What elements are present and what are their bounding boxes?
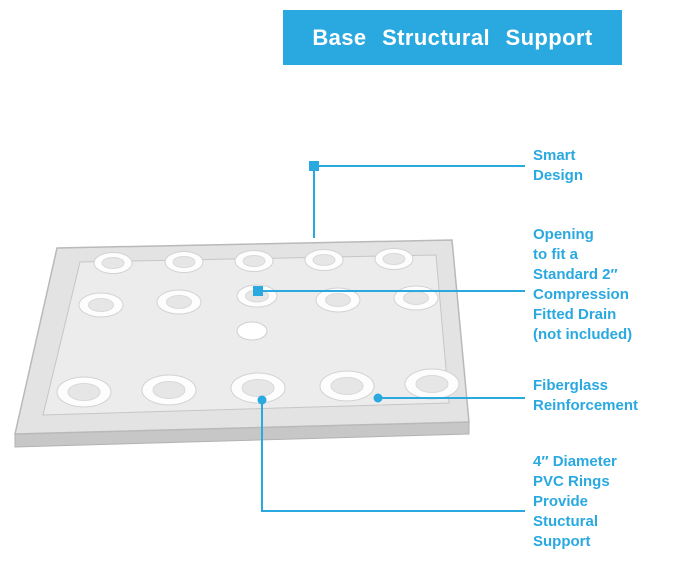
- drain-opening: [236, 321, 268, 341]
- pvc-ring: [78, 292, 124, 318]
- pvc-ring: [315, 287, 361, 313]
- page-title: Base Structural Support: [312, 24, 593, 50]
- callout-pvc-rings: [257, 395, 525, 512]
- callout-dot-marker: [373, 393, 383, 403]
- pvc-ring: [393, 285, 439, 311]
- pvc-ring: [141, 374, 197, 406]
- pvc-ring: [156, 289, 202, 315]
- pvc-ring: [319, 370, 375, 402]
- header-banner: Base Structural Support: [283, 10, 622, 65]
- pvc-ring: [234, 250, 274, 272]
- pvc-ring: [56, 376, 112, 408]
- pvc-ring: [164, 251, 204, 273]
- callout-fiberglass: [373, 393, 525, 403]
- callout-drain-opening: [253, 286, 525, 296]
- callout-square-marker: [253, 286, 263, 296]
- callout-smart-design: [309, 161, 525, 238]
- shower-base-illustration: [14, 239, 470, 448]
- label-drain-opening: Opening to fit a Standard 2″ Compression…: [533, 226, 633, 343]
- label-fiberglass-reinforcement: Fiberglass Reinforcement: [533, 377, 639, 414]
- callout-dot-marker: [257, 395, 267, 405]
- label-smart-design: Smart Design: [533, 147, 584, 184]
- callout-square-marker: [309, 161, 319, 171]
- pvc-ring: [404, 368, 460, 400]
- pvc-ring: [230, 372, 286, 404]
- pvc-ring: [304, 249, 344, 271]
- pvc-ring: [374, 248, 414, 270]
- pvc-ring: [93, 252, 133, 274]
- label-pvc-rings: 4″ Diameter PVC Rings Provide Stuctural …: [533, 453, 617, 550]
